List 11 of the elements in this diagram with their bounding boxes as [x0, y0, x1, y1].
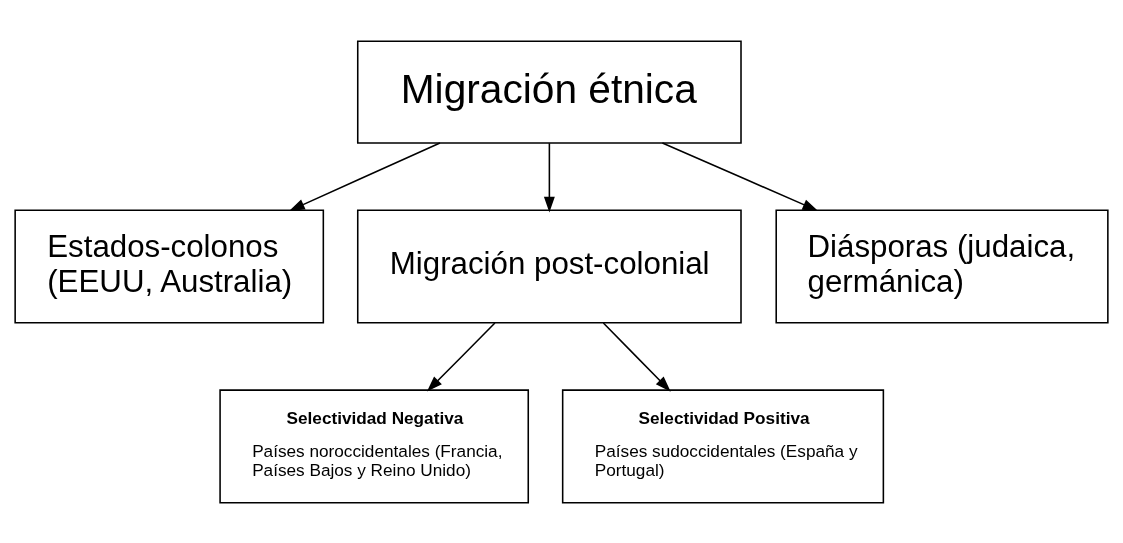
node-box: Selectividad Positiva Países sudoccidentales (España y Portugal): [561, 388, 885, 503]
node-box: Diásporas (judaica, germánica): [775, 208, 1109, 324]
arrow: [426, 321, 496, 392]
arrow: [543, 141, 555, 212]
arrow: [602, 321, 671, 392]
node-box: Selectividad Negativa Países noroccidentales (Francia, Países Bajos y Reino Unido): [219, 388, 530, 503]
arrow: [661, 141, 819, 211]
node-box: Migración post-colonial: [356, 208, 742, 324]
arrow: [289, 141, 441, 211]
node-box: Migración étnica: [356, 40, 742, 144]
node-box: Estados-colonos (EEUU, Australia): [14, 208, 325, 324]
